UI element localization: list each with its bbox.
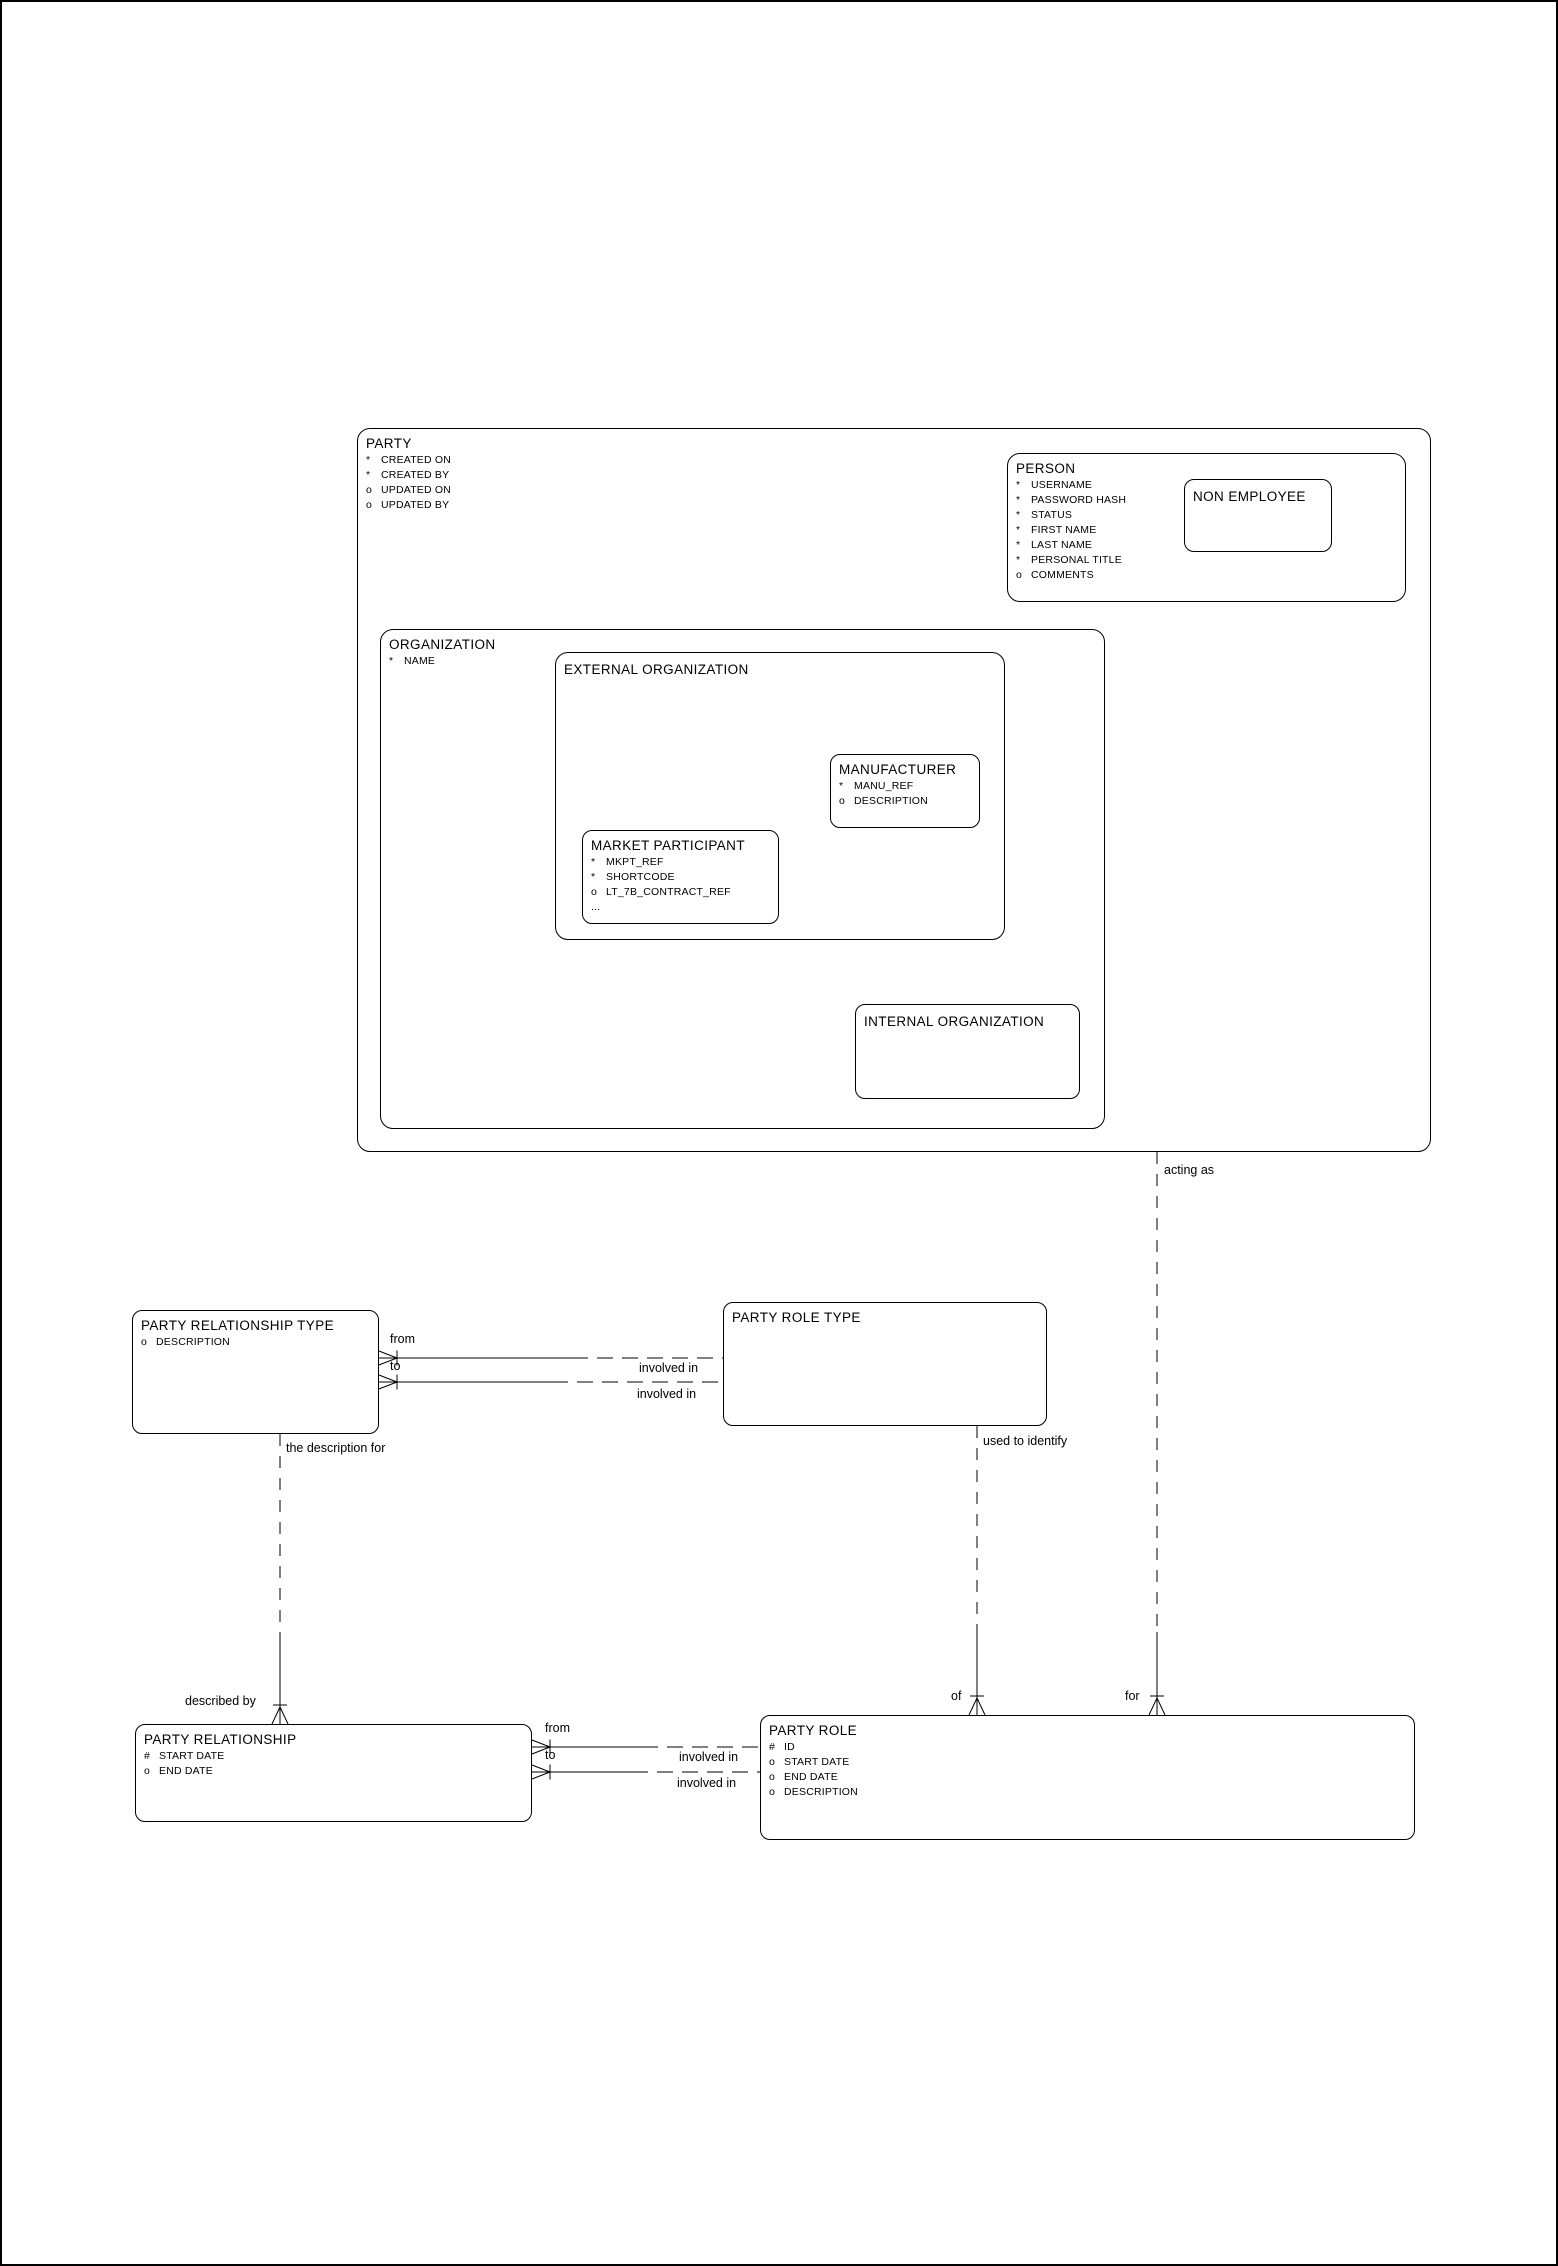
attribute-row: *PERSONAL TITLE: [1016, 554, 1122, 566]
relationship-label-from: from: [545, 1721, 570, 1735]
attribute-row: *STATUS: [1016, 509, 1073, 521]
entity-title: ORGANIZATION: [389, 637, 496, 652]
entity-title: EXTERNAL ORGANIZATION: [564, 662, 749, 677]
relationship-label-described-by: described by: [185, 1694, 256, 1708]
relationship-label-to: to: [545, 1748, 556, 1762]
attribute-row: #ID: [769, 1741, 795, 1753]
relationship-label-involved-in: involved in: [677, 1776, 737, 1790]
entity-title: INTERNAL ORGANIZATION: [864, 1014, 1045, 1029]
attribute-row: *CREATED ON: [366, 454, 452, 466]
relationship-label-involved-in: involved in: [639, 1361, 699, 1375]
entity-party-role-type[interactable]: PARTY ROLE TYPE: [723, 1302, 1047, 1426]
entity-internal-organization[interactable]: INTERNAL ORGANIZATION: [855, 1004, 1080, 1099]
relationship-label-to: to: [390, 1359, 401, 1373]
entity-title: MANUFACTURER: [839, 762, 957, 777]
attribute-row: ...: [591, 901, 601, 913]
crow-foot-icon: [531, 1764, 551, 1780]
entity-title: PARTY RELATIONSHIP TYPE: [141, 1318, 335, 1333]
crow-foot-icon: [968, 1695, 986, 1716]
attribute-row: *MKPT_REF: [591, 856, 664, 868]
entity-title: PARTY RELATIONSHIP: [144, 1732, 297, 1747]
crow-foot-icon: [378, 1374, 398, 1390]
entity-title: PERSON: [1016, 461, 1076, 476]
entity-title: MARKET PARTICIPANT: [591, 838, 745, 853]
relationship-label-from: from: [390, 1332, 415, 1346]
attribute-row: #START DATE: [144, 1750, 225, 1762]
relationship-label-for: for: [1125, 1689, 1140, 1703]
attribute-list: *NAME: [389, 654, 1096, 669]
crow-foot-icon: [1148, 1695, 1166, 1716]
attribute-row: *SHORTCODE: [591, 871, 675, 883]
relationship-label-of: of: [951, 1689, 962, 1703]
attribute-row: *USERNAME: [1016, 479, 1093, 491]
entity-title: NON EMPLOYEE: [1193, 489, 1306, 504]
relationship-label-acting-as: acting as: [1164, 1163, 1215, 1177]
attribute-row: *FIRST NAME: [1016, 524, 1097, 536]
attribute-row: *NAME: [389, 655, 436, 667]
attribute-list: *USERNAME *PASSWORD HASH *STATUS *FIRST …: [1016, 478, 1397, 583]
entity-title: PARTY ROLE: [769, 1723, 858, 1738]
attribute-row: *MANU_REF: [839, 780, 914, 792]
entity-market-participant[interactable]: MARKET PARTICIPANT *MKPT_REF *SHORTCODE …: [582, 830, 779, 924]
attribute-row: *CREATED BY: [366, 469, 450, 481]
relationship-label-used-to-identify: used to identify: [983, 1434, 1068, 1448]
entity-title: PARTY: [366, 436, 412, 451]
attribute-row: *LAST NAME: [1016, 539, 1093, 551]
crow-foot-icon: [271, 1704, 289, 1725]
relationship-label-involved-in: involved in: [637, 1387, 697, 1401]
entity-non-employee[interactable]: NON EMPLOYEE: [1184, 479, 1332, 552]
relationship-label-involved-in: involved in: [679, 1750, 739, 1764]
entity-title: PARTY ROLE TYPE: [732, 1310, 861, 1325]
relationship-label-the-description-for: the description for: [286, 1441, 386, 1455]
attribute-row: *PASSWORD HASH: [1016, 494, 1127, 506]
